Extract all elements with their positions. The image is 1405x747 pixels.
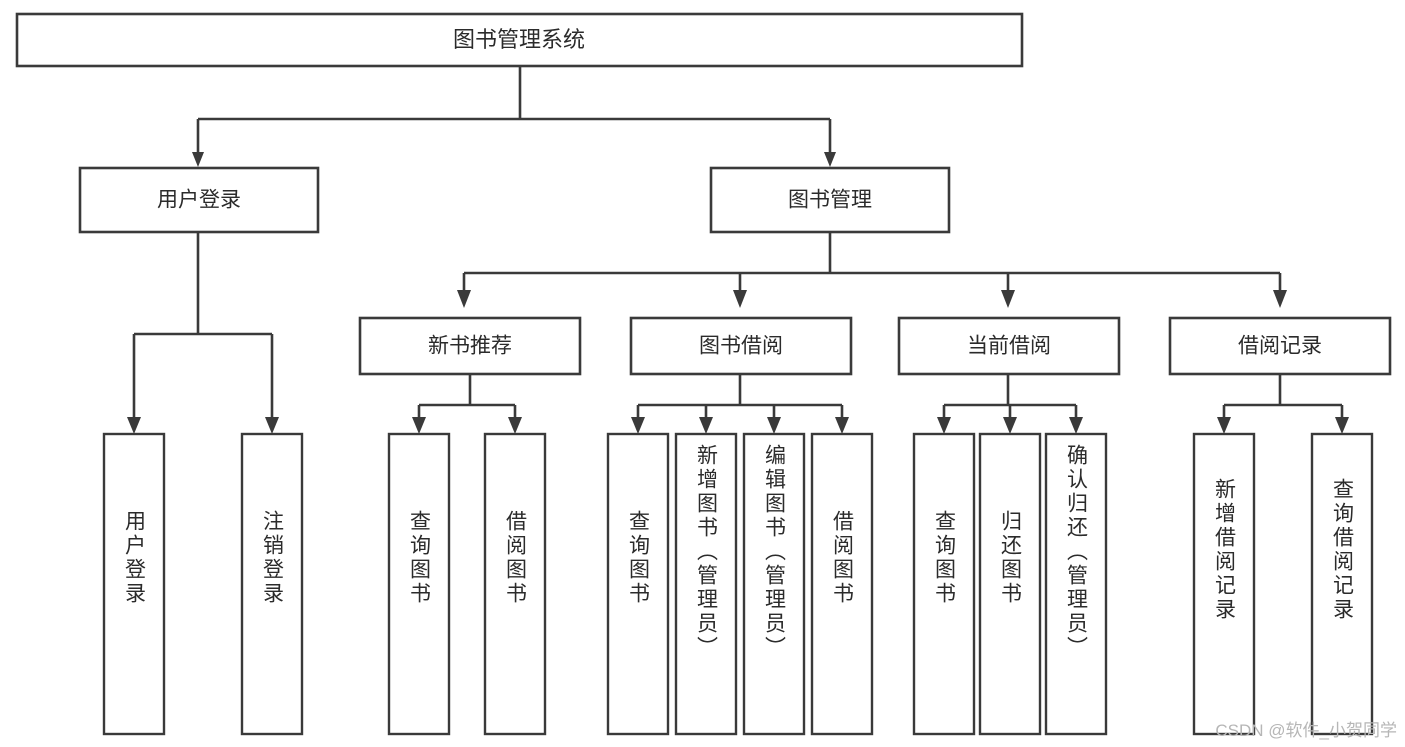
leaf-label-book-borrow-3: 编辑图书（管理员） — [762, 444, 786, 660]
leaf-box-user-login-2[interactable] — [240, 432, 304, 736]
leaf-label-current-borrow-1: 查询图书 — [932, 510, 956, 606]
node-borrow-record[interactable]: 借阅记录 — [1168, 316, 1392, 376]
leaf-label-book-borrow-2: 新增图书（管理员） — [694, 444, 718, 660]
leaf-box-book-borrow-3[interactable] — [742, 432, 806, 736]
leaf-box-book-borrow-4[interactable] — [810, 432, 874, 736]
arrow-current-borrow-leaf-3 — [1069, 417, 1083, 434]
node-current-borrow-box[interactable] — [897, 316, 1121, 376]
watermark-text: CSDN @软件_小贺同学 — [1215, 721, 1397, 740]
arrow-user-login-leaf-2 — [265, 417, 279, 434]
arrow-new-book-leaf-1 — [412, 417, 426, 434]
arrow-book-borrow-leaf-4 — [835, 417, 849, 434]
node-new-book-recommend-box[interactable] — [358, 316, 582, 376]
node-book-manage-label: 图书管理 — [788, 189, 872, 212]
node-root-label: 图书管理系统 — [453, 27, 585, 52]
arrow-book-borrow-leaf-1 — [631, 417, 645, 434]
leaf-box-current-borrow-3[interactable] — [1044, 432, 1108, 736]
node-book-borrow-box[interactable] — [629, 316, 853, 376]
node-borrow-record-box[interactable] — [1168, 316, 1392, 376]
arrow-root-to-book-manage — [824, 152, 836, 167]
arrow-book-manage-child-3 — [1001, 290, 1015, 308]
connector-group-borrow-record — [1217, 374, 1349, 434]
node-user-login-label: 用户登录 — [157, 189, 241, 212]
leaf-box-book-borrow-1[interactable] — [606, 432, 670, 736]
arrow-new-book-leaf-2 — [508, 417, 522, 434]
leaf-box-new-book-1[interactable] — [387, 432, 451, 736]
leaf-label-current-borrow-3: 确认归还（管理员） — [1064, 444, 1088, 660]
leaf-box-borrow-record-2[interactable] — [1310, 432, 1374, 736]
arrow-book-borrow-leaf-3 — [767, 417, 781, 434]
node-current-borrow[interactable]: 当前借阅 — [897, 316, 1121, 376]
node-user-login-box[interactable] — [78, 166, 320, 234]
node-root-box[interactable] — [15, 12, 1024, 68]
arrow-book-manage-child-2 — [733, 290, 747, 308]
node-borrow-record-label: 借阅记录 — [1238, 335, 1322, 358]
leaf-label-user-login-1: 用户登录 — [122, 510, 146, 606]
node-root[interactable]: 图书管理系统 — [15, 12, 1024, 68]
connector-group-root — [192, 66, 836, 167]
connector-group-book-manage — [457, 233, 1287, 308]
arrow-book-borrow-leaf-2 — [699, 417, 713, 434]
arrow-current-borrow-leaf-1 — [937, 417, 951, 434]
arrow-book-manage-child-4 — [1273, 290, 1287, 308]
leaf-box-book-borrow-2[interactable] — [674, 432, 738, 736]
leaf-box-user-login-1[interactable] — [102, 432, 166, 736]
node-book-manage-box[interactable] — [709, 166, 951, 234]
node-book-manage[interactable]: 图书管理 — [709, 166, 951, 234]
connector-group-book-borrow — [631, 374, 849, 434]
node-new-book-recommend[interactable]: 新书推荐 — [358, 316, 582, 376]
node-user-login[interactable]: 用户登录 — [78, 166, 320, 234]
leaf-label-new-book-2: 借阅图书 — [503, 510, 527, 606]
leaf-box-current-borrow-1[interactable] — [912, 432, 976, 736]
leaf-label-book-borrow-1: 查询图书 — [626, 510, 650, 606]
leaf-label-current-borrow-2: 归还图书 — [998, 510, 1022, 606]
arrow-user-login-leaf-1 — [127, 417, 141, 434]
connector-group-new-book — [412, 374, 522, 434]
leaf-box-new-book-2[interactable] — [483, 432, 547, 736]
arrow-current-borrow-leaf-2 — [1003, 417, 1017, 434]
leaf-box-borrow-record-1[interactable] — [1192, 432, 1256, 736]
leaf-label-user-login-2: 注销登录 — [260, 510, 284, 606]
connector-group-current-borrow — [937, 374, 1083, 434]
connector-group-user-login — [127, 233, 279, 434]
arrow-borrow-record-leaf-1 — [1217, 417, 1231, 434]
node-current-borrow-label: 当前借阅 — [967, 335, 1051, 358]
leaf-label-book-borrow-4: 借阅图书 — [830, 510, 854, 606]
node-book-borrow[interactable]: 图书借阅 — [629, 316, 853, 376]
leaf-box-current-borrow-2[interactable] — [978, 432, 1042, 736]
leaf-label-borrow-record-1: 新增借阅记录 — [1212, 478, 1236, 622]
arrow-root-to-user-login — [192, 152, 204, 167]
leaf-label-new-book-1: 查询图书 — [407, 510, 431, 606]
arrow-book-manage-child-1 — [457, 290, 471, 308]
node-book-borrow-label: 图书借阅 — [699, 335, 783, 358]
arrow-borrow-record-leaf-2 — [1335, 417, 1349, 434]
node-new-book-recommend-label: 新书推荐 — [428, 335, 512, 358]
leaf-label-borrow-record-2: 查询借阅记录 — [1330, 478, 1354, 622]
